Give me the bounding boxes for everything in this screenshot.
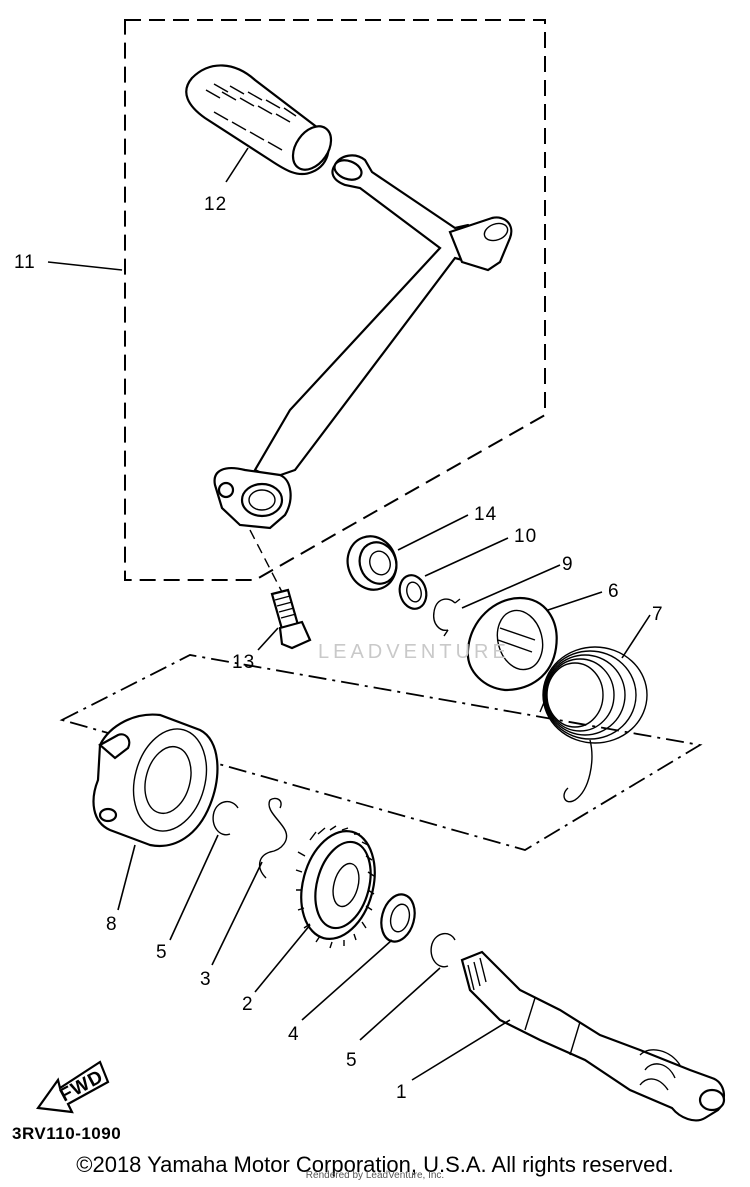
part-5-circlip-lower (430, 933, 456, 968)
part-1-kick-axle (460, 950, 726, 1122)
callout-1: 1 (396, 1082, 408, 1103)
leader-1 (411, 1019, 511, 1081)
part-3-clip (259, 797, 288, 879)
part-10-washer (398, 574, 428, 610)
leader-5a (169, 834, 219, 941)
callout-4: 4 (288, 1024, 300, 1045)
leader-12 (225, 147, 249, 183)
part-6-spring-cover (466, 596, 558, 692)
callouts: 11 12 13 14 10 9 6 7 8 5 3 2 4 5 1 (14, 194, 664, 1103)
callout-14: 14 (474, 504, 497, 525)
leader-3 (211, 861, 263, 966)
fwd-label: FWD (56, 1066, 107, 1106)
leader-14 (397, 514, 469, 551)
callout-9: 9 (562, 554, 574, 575)
callout-12: 12 (204, 194, 227, 215)
callout-11: 11 (14, 252, 36, 273)
part-7-spring (539, 646, 648, 803)
callout-7: 7 (652, 604, 664, 625)
leader-7 (621, 614, 651, 659)
callout-10: 10 (514, 526, 537, 547)
leader-8 (117, 844, 136, 911)
part-13-bolt (270, 588, 312, 650)
assembly-boundary-11 (124, 19, 546, 581)
leader-lines (47, 147, 651, 1081)
copyright-notice: ©2018 Yamaha Motor Corporation, U.S.A. A… (76, 1152, 674, 1177)
leader-11 (47, 261, 123, 271)
callout-5-upper: 5 (156, 942, 168, 963)
leader-4 (301, 939, 393, 1021)
diagram-code: 3RV110-1090 (12, 1124, 122, 1143)
axis-line-13 (249, 529, 283, 593)
leader-10 (424, 537, 509, 577)
rendered-by-notice: Rendered by LeadVenture, Inc. (305, 1170, 445, 1181)
leader-5b (359, 967, 441, 1041)
leader-13 (257, 627, 279, 651)
part-12-grip (185, 64, 333, 176)
callout-2: 2 (242, 994, 254, 1015)
leader-2 (254, 924, 311, 993)
axle-plane-outline (59, 654, 703, 851)
part-14-bearing (346, 535, 398, 591)
part-8-housing (92, 713, 219, 848)
callout-6: 6 (608, 581, 620, 602)
leader-6 (547, 591, 603, 611)
callout-8: 8 (106, 914, 118, 935)
watermark: LEADVENTURE (318, 641, 510, 663)
callout-3: 3 (200, 969, 212, 990)
part-4-washer (380, 893, 416, 943)
part-2-kick-gear (295, 825, 376, 949)
callout-5-lower: 5 (346, 1050, 358, 1071)
callout-13: 13 (232, 652, 255, 673)
part-5-circlip-upper (212, 801, 239, 836)
part-9-circlip (433, 598, 461, 637)
fwd-arrow: FWD (36, 1060, 110, 1114)
part-11-kick-crank (213, 154, 513, 530)
leader-9 (461, 564, 561, 609)
